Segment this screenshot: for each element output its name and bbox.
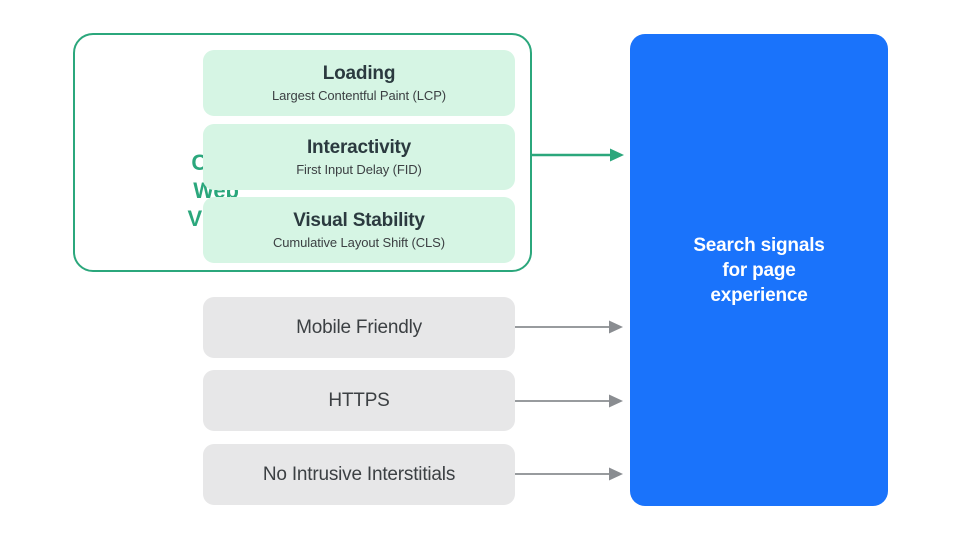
outcome-text: Search signals for page experience: [693, 234, 825, 306]
metric-subtitle: Largest Contentful Paint (LCP): [271, 87, 447, 103]
metric-card-visual-stability[interactable]: Visual Stability Cumulative Layout Shift…: [203, 197, 515, 263]
signal-card-https[interactable]: HTTPS: [203, 370, 515, 431]
signal-label: Mobile Friendly: [296, 316, 422, 338]
arrow-right-icon-https: [515, 394, 623, 408]
metric-title: Visual Stability: [293, 209, 425, 231]
arrow-right-icon-core-web-vitals: [531, 148, 624, 162]
metric-card-interactivity[interactable]: Interactivity First Input Delay (FID): [203, 124, 515, 190]
arrow-right-icon-no-intrusive-interstitials: [515, 467, 623, 481]
metric-subtitle: First Input Delay (FID): [296, 161, 422, 177]
metric-title: Loading: [322, 62, 396, 84]
metric-title: Interactivity: [306, 136, 412, 158]
search-signals-outcome-box: Search signals for page experience: [630, 34, 888, 506]
signal-card-no-intrusive-interstitials[interactable]: No Intrusive Interstitials: [203, 444, 515, 505]
metric-card-loading[interactable]: Loading Largest Contentful Paint (LCP): [203, 50, 515, 116]
metric-subtitle: Cumulative Layout Shift (CLS): [273, 234, 445, 250]
signal-label: No Intrusive Interstitials: [262, 463, 456, 485]
arrow-right-icon-mobile-friendly: [515, 320, 623, 334]
signal-card-mobile-friendly[interactable]: Mobile Friendly: [203, 297, 515, 358]
signal-label: HTTPS: [328, 389, 390, 411]
